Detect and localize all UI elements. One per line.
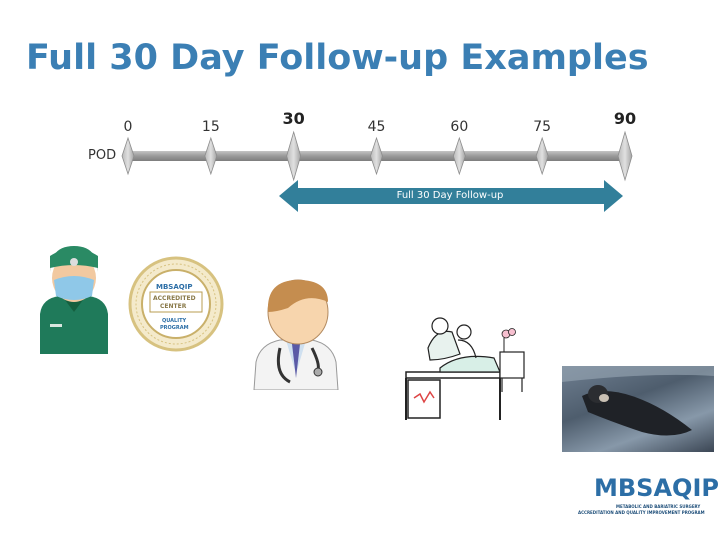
timeline-tick-marker	[121, 136, 135, 176]
timeline-tick-marker	[286, 130, 302, 182]
page-title: Full 30 Day Follow-up Examples	[26, 38, 649, 78]
badge-line4: PROGRAM	[160, 325, 189, 331]
logo-sub2: ACCREDITATION AND QUALITY IMPROVEMENT PR…	[578, 510, 705, 515]
timeline-tick-label: 75	[533, 119, 552, 135]
badge-line2: CENTER	[160, 303, 187, 310]
timeline-tick-marker	[535, 136, 549, 176]
followup-arrow	[279, 180, 623, 212]
patient-bed-icon	[405, 317, 525, 420]
timeline-tick-label: 90	[613, 109, 637, 128]
timeline-tick-marker	[370, 136, 383, 176]
mbsaqip-logo: MBSAQIP	[594, 474, 719, 502]
badge-brand: MBSAQIP	[156, 283, 193, 291]
doctor-icon	[253, 279, 339, 390]
timeline-tick-marker	[617, 130, 633, 182]
pod-label: POD	[88, 148, 117, 163]
timeline-tick-label: 45	[367, 119, 386, 135]
lying-figure-icon	[562, 366, 714, 436]
timeline-tick-label: 30	[282, 109, 305, 128]
badge-line1: ACCREDITED	[153, 295, 196, 302]
logo-sub1: METABOLIC AND BARIATRIC SURGERY	[616, 504, 701, 509]
surgeon-icon	[40, 246, 108, 354]
timeline-tick-label: 0	[123, 119, 133, 135]
followup-label: Full 30 Day Follow-up	[396, 190, 504, 201]
accredited-badge-icon	[128, 256, 224, 352]
timeline-tick-marker	[452, 136, 466, 176]
timeline-tick-label: 15	[201, 119, 220, 135]
timeline-tick-marker	[204, 136, 218, 176]
snow-photo	[562, 366, 714, 452]
badge-line3: QUALITY	[162, 318, 187, 324]
timeline-tick-label: 60	[450, 119, 469, 135]
